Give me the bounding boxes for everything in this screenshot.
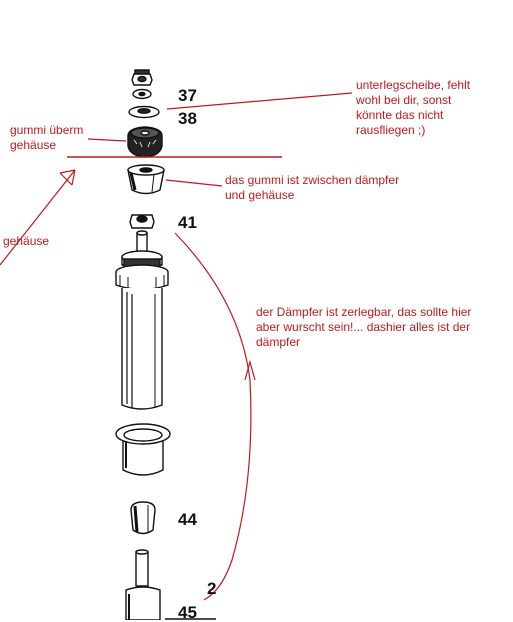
part-number-41: 41 [178,213,197,232]
annotation-rubber-over-housing: gummi überm gehäuse [10,123,84,152]
lower-rod-45 [125,549,161,620]
washer-37 [132,88,152,100]
annotation-housing: gehäuse [3,234,50,248]
housing-arrow [0,169,76,266]
rubber-bushing-lower [127,164,165,195]
annotation-rubber-between: das gummi ist zwischen dämpfer und gehäu… [225,173,400,202]
pointer-rubber-between [165,179,223,187]
damper-body [115,230,169,410]
rubber-bushing-upper [127,126,163,158]
damper-arc-arrowhead [244,359,256,381]
damper-arc [174,232,252,601]
part-number-37: 37 [178,86,197,105]
pointer-washer [166,92,353,110]
nut-41 [129,214,155,229]
part-number-38: 38 [178,109,197,128]
annotation-washer: unterlegscheibe, fehlt wohl bei dir, son… [356,78,471,137]
annotation-strokes [0,92,353,601]
pointer-rubber-over [87,138,127,142]
top-nut [131,69,153,86]
annotation-damper: der Dämpfer ist zerlegbar, das sollte hi… [256,305,472,349]
rubber-44 [130,501,156,535]
damper-cup [115,423,171,476]
part-number-44: 44 [178,510,197,529]
part-number-2: 2 [207,579,217,598]
part-number-45: 45 [178,603,197,622]
washer-38 [128,105,160,119]
